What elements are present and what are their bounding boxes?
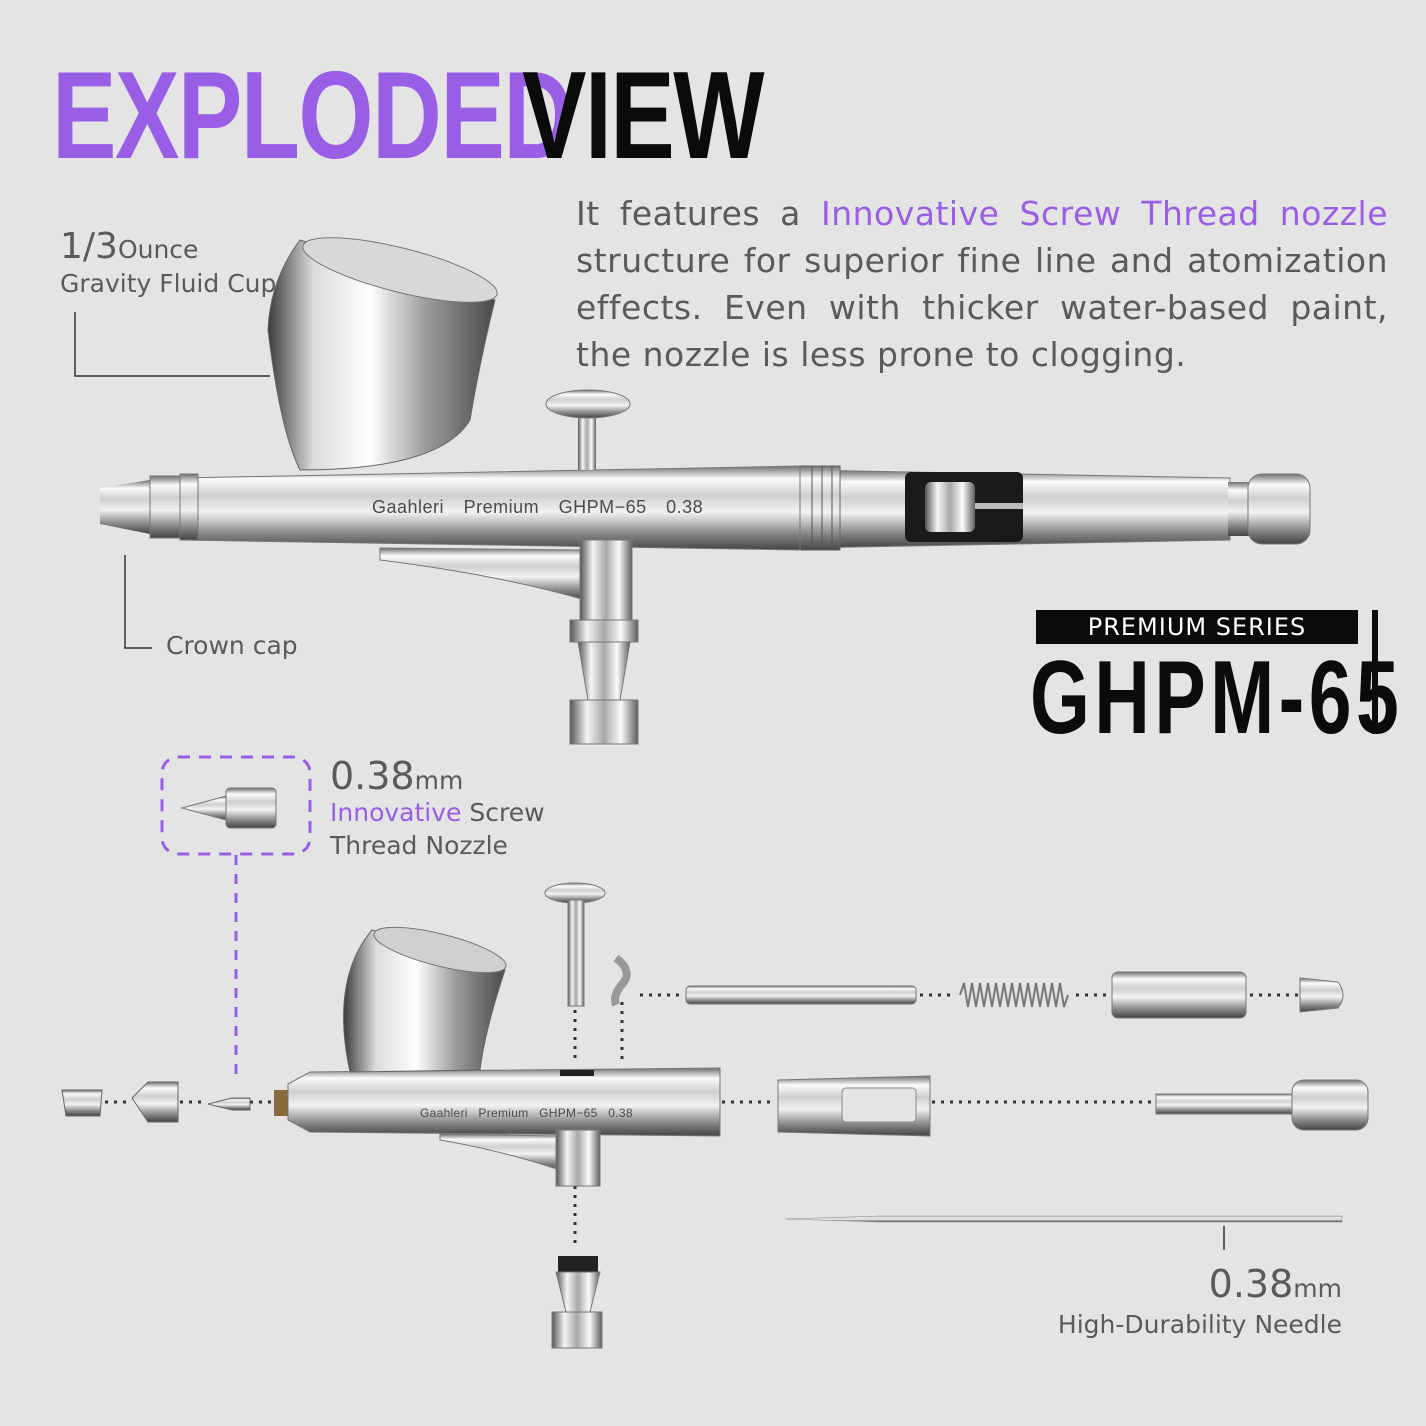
crown-cap-part: [61, 1089, 103, 1117]
crown-callout-line: [124, 555, 152, 649]
chucking-nut-part: [1299, 977, 1344, 1013]
end-rod-part: [1155, 1093, 1295, 1115]
air-valve-stem: [579, 539, 633, 625]
lever-part: [611, 954, 631, 1007]
trigger-button: [545, 389, 631, 419]
air-valve-thread-part: [551, 1311, 603, 1349]
engraving-size-small: 0.38: [608, 1106, 633, 1120]
air-valve-body: [577, 641, 631, 701]
series-badge: PREMIUM SERIES: [1036, 610, 1358, 644]
air-valve-thread: [569, 699, 639, 745]
needle-size: 0.38: [1208, 1262, 1294, 1306]
description-before: It features a: [576, 194, 821, 233]
spring-icon: [959, 982, 1069, 1008]
needle-icon: [785, 1215, 1343, 1223]
exploded-body: [274, 926, 721, 1187]
needle-in-window: [975, 503, 1023, 509]
end-cap-part: [1291, 1079, 1369, 1131]
cup-lid: [302, 237, 498, 303]
trigger-stem-part: [567, 899, 585, 1007]
needle-label: High-Durability Needle: [1057, 1310, 1342, 1339]
end-cap: [1247, 473, 1311, 545]
nozzle-part: [207, 1097, 251, 1111]
nozzle-size: 0.38: [330, 754, 415, 798]
needle-unit: mm: [1293, 1274, 1342, 1303]
air-valve-ring: [569, 619, 639, 643]
nozzle-callout: 0.38mm Innovative Screw Thread Nozzle: [330, 754, 545, 860]
cup-amount: 1/3: [60, 226, 118, 267]
nozzle-highlight: Innovative: [330, 798, 462, 827]
lower-grip: [379, 547, 586, 601]
feature-description: It features a Innovative Screw Thread no…: [576, 190, 1388, 378]
nozzle-unit: mm: [414, 766, 464, 795]
cup-label: Gravity Fluid Cup: [60, 269, 277, 298]
engraving-line-small: Premium: [478, 1106, 529, 1120]
nozzle-icon: [180, 787, 277, 829]
engraving-model: GHPM−65: [558, 497, 647, 517]
crown-cap-label: Crown cap: [166, 631, 298, 660]
engraving-brand-small: Gaahleri: [420, 1106, 468, 1120]
needle-callout: 0.38mm High-Durability Needle: [1058, 1262, 1342, 1339]
nozzle-callout-box: [160, 755, 312, 856]
needle-guide-part: [685, 985, 917, 1005]
cup-callout: 1/3Ounce Gravity Fluid Cup: [60, 226, 276, 298]
description-highlight: Innovative Screw Thread nozzle: [820, 194, 1389, 233]
engraving-brand: Gaahleri: [372, 497, 445, 517]
body-ring: [179, 473, 199, 541]
cup-unit: Ounce: [117, 235, 199, 264]
engraving-model-small: GHPM−65: [539, 1106, 598, 1120]
engraving-size: 0.38: [666, 497, 704, 517]
nozzle-screw: Screw: [461, 798, 545, 827]
nozzle-line3: Thread Nozzle: [330, 831, 508, 860]
end-cap-neck: [1228, 482, 1250, 536]
nozzle-cap: [149, 475, 181, 539]
air-valve-oring: [558, 1256, 598, 1272]
needle-chucking-nut: [925, 482, 975, 532]
nozzle-cap-part: [131, 1081, 179, 1123]
air-valve-part: [555, 1271, 601, 1313]
body-engraving-small: Gaahleri Premium GHPM−65 0.38: [420, 1106, 633, 1120]
description-after: structure for superior fine line and ato…: [576, 241, 1388, 374]
crown-cap-icon: [100, 480, 150, 534]
spring-box-part: [1111, 971, 1247, 1019]
title-view: VIEW: [522, 47, 765, 185]
guide-lines: [105, 993, 1298, 1245]
badge-divider: [1372, 610, 1378, 734]
cup-callout-line: [74, 312, 270, 377]
model-number: GHPM-65: [1030, 640, 1404, 756]
handle-rings: [799, 465, 841, 551]
body-engraving: Gaahleri Premium GHPM−65 0.38: [372, 497, 703, 518]
engraving-line: Premium: [463, 497, 540, 517]
airbrush-icon: [100, 237, 1311, 745]
handle-window-part: [841, 1087, 917, 1123]
